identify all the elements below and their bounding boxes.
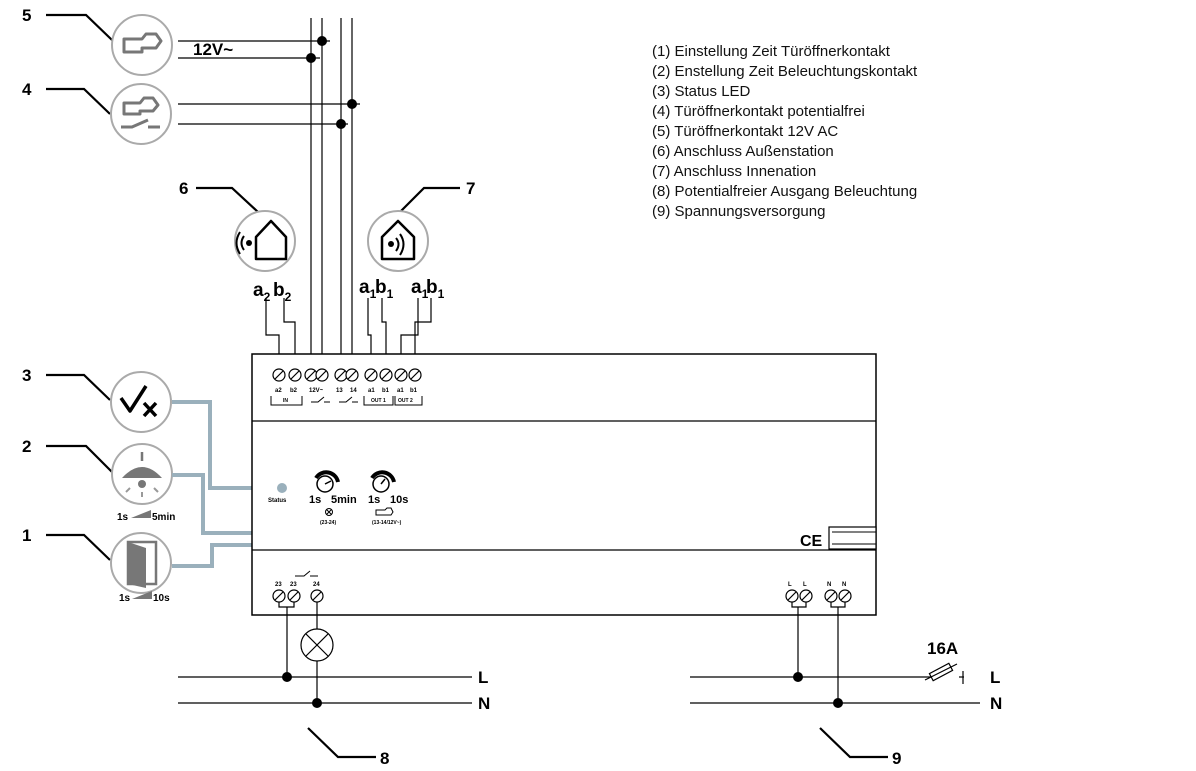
top-terminal-brackets bbox=[270, 396, 423, 406]
group-out1-label: OUT 1 bbox=[371, 398, 386, 404]
lamp-symbol-icon bbox=[300, 628, 334, 662]
terminal-label-14: 14 bbox=[350, 388, 357, 394]
group-out2-label: OUT 2 bbox=[398, 398, 413, 404]
door-knob-sub: (13-14/12V~) bbox=[372, 520, 402, 526]
terminal-label-13: 13 bbox=[336, 388, 343, 394]
bus-lines bbox=[310, 18, 353, 368]
relay-contact-symbol bbox=[295, 570, 318, 577]
door-opener-12v-icon bbox=[111, 14, 173, 76]
label-b1-out: b1 bbox=[426, 277, 445, 301]
door-range-max: 10s bbox=[153, 593, 170, 604]
terminal-label-b1-in: b1 bbox=[382, 388, 390, 394]
junction-dots bbox=[306, 36, 357, 129]
legend-item-5: (5) Türöffnerkontakt 12V AC bbox=[652, 123, 839, 140]
status-label: Status bbox=[268, 498, 287, 504]
terminal-label-23a: 23 bbox=[275, 582, 282, 588]
terminal-label-a2: a2 bbox=[275, 388, 282, 394]
legend-item-1: (1) Einstellung Zeit Türöffnerkontakt bbox=[652, 43, 890, 60]
callout-numbers: 5 4 6 7 3 2 1 8 9 bbox=[22, 6, 901, 768]
status-led bbox=[277, 483, 287, 493]
legend-item-4: (4) Türöffnerkontakt potentialfrei bbox=[652, 103, 865, 120]
terminal-label-b2: b2 bbox=[290, 388, 298, 394]
terminal-label-b1-out: b1 bbox=[410, 388, 418, 394]
door-range-ramp bbox=[132, 591, 152, 599]
bottom-terminal-slots bbox=[274, 591, 850, 601]
callout-8: 8 bbox=[380, 749, 389, 768]
fuse-label: 16A bbox=[927, 639, 958, 658]
label-b1-in: b1 bbox=[375, 277, 394, 301]
door-icon bbox=[110, 532, 172, 594]
legend-item-9: (9) Spannungsversorgung bbox=[652, 203, 826, 220]
light-range-max: 5min bbox=[152, 512, 175, 523]
left-neutral-label: N bbox=[478, 694, 490, 713]
group-in-label: IN bbox=[283, 398, 288, 404]
indoor-station-icon bbox=[367, 210, 429, 272]
terminal-label-l2: L bbox=[803, 582, 807, 588]
device-housing bbox=[251, 353, 877, 616]
terminal-label-23b: 23 bbox=[290, 582, 297, 588]
callout-5: 5 bbox=[22, 6, 31, 25]
label-a2: a2 bbox=[253, 280, 271, 304]
legend-item-3: (3) Status LED bbox=[652, 83, 751, 100]
door-knob-min: 1s bbox=[368, 494, 380, 506]
door-opener-small-icon bbox=[375, 507, 394, 516]
fuse-icon bbox=[924, 662, 958, 682]
light-knob-sub: (23-24) bbox=[320, 520, 336, 526]
light-range-ramp bbox=[131, 510, 151, 518]
terminal-label-n1: N bbox=[827, 582, 831, 588]
left-line-label: L bbox=[478, 668, 488, 687]
label-a1-out: a1 bbox=[411, 277, 429, 301]
terminal-label-12v: 12V~ bbox=[309, 388, 324, 394]
mains-junctions bbox=[282, 672, 843, 708]
status-check-icon bbox=[110, 371, 172, 433]
legend-item-8: (8) Potentialfreier Ausgang Beleuchtung bbox=[652, 183, 918, 200]
terminal-label-a1-in: a1 bbox=[368, 388, 375, 394]
callout-1: 1 bbox=[22, 526, 31, 545]
door-knob-max: 10s bbox=[390, 494, 408, 506]
door-range-min: 1s bbox=[119, 593, 131, 604]
ce-mark: CE bbox=[800, 533, 823, 550]
lamp-small-icon bbox=[325, 508, 333, 516]
top-terminal-slots bbox=[274, 370, 420, 380]
label-b2: b2 bbox=[273, 280, 292, 304]
callout-6: 6 bbox=[179, 179, 188, 198]
callout-7: 7 bbox=[466, 179, 475, 198]
legend-item-7: (7) Anschluss Innenation bbox=[652, 163, 817, 180]
callout-3: 3 bbox=[22, 366, 31, 385]
callout-4: 4 bbox=[22, 80, 32, 99]
legend-item-6: (6) Anschluss Außenstation bbox=[652, 143, 834, 160]
door-time-knob[interactable] bbox=[370, 470, 396, 493]
terminal-label-a1-out: a1 bbox=[397, 388, 404, 394]
callout-leaders bbox=[46, 13, 888, 759]
callout-2: 2 bbox=[22, 437, 31, 456]
top-terminal-labels: a2 b2 12V~ 13 14 a1 b1 a1 b1 bbox=[275, 388, 418, 394]
ceiling-lamp-icon bbox=[111, 443, 173, 505]
terminal-label-24: 24 bbox=[313, 582, 320, 588]
terminal-label-l1: L bbox=[788, 582, 792, 588]
terminal-letters: a2 b2 a1 b1 a1 b1 bbox=[253, 277, 445, 304]
legend: (1) Einstellung Zeit Türöffnerkontakt (2… bbox=[652, 42, 917, 222]
mains-wiring bbox=[178, 602, 980, 704]
light-time-knob[interactable] bbox=[314, 470, 340, 493]
supply-12v-label: 12V~ bbox=[193, 40, 233, 59]
door-opener-contact-icon bbox=[110, 83, 172, 145]
light-knob-min: 1s bbox=[309, 494, 321, 506]
callout-9: 9 bbox=[892, 749, 901, 768]
contact-wires bbox=[178, 40, 360, 125]
outdoor-station-icon bbox=[234, 210, 296, 272]
label-a1-in: a1 bbox=[359, 277, 377, 301]
right-neutral-label: N bbox=[990, 694, 1002, 713]
right-line-label: L bbox=[990, 668, 1000, 687]
light-range-min: 1s bbox=[117, 512, 129, 523]
terminal-label-n2: N bbox=[842, 582, 846, 588]
legend-item-2: (2) Enstellung Zeit Beleuchtungskontakt bbox=[652, 63, 918, 80]
light-knob-max: 5min bbox=[331, 494, 357, 506]
terminal-drop-wires bbox=[265, 298, 432, 368]
